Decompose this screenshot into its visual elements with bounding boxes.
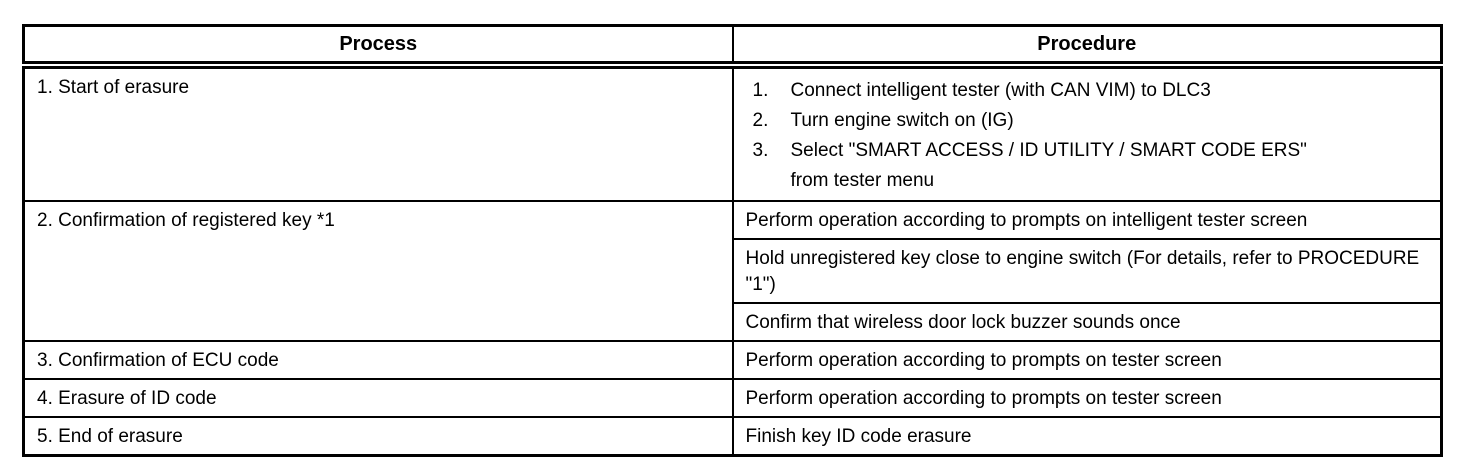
- procedure-sub-cell: Confirm that wireless door lock buzzer s…: [731, 302, 1443, 342]
- table-row-start-of-erasure: 1. Start of erasure 1. Connect intellige…: [22, 64, 1443, 202]
- step-text: Turn engine switch on (IG): [790, 110, 1014, 131]
- table-row-confirmation-of-registered-key: 2. Confirmation of registered key *1 Per…: [22, 200, 1443, 342]
- table-header-row: Process Procedure: [22, 24, 1443, 69]
- step-number: 2.: [752, 110, 769, 131]
- table-row-erasure-of-id-code: 4. Erasure of ID code Perform operation …: [22, 378, 1443, 418]
- procedure-step: 2. Turn engine switch on (IG): [746, 106, 1431, 136]
- process-cell: 3. Confirmation of ECU code: [22, 340, 734, 380]
- procedure-step: 3. Select "SMART ACCESS / ID UTILITY / S…: [746, 136, 1431, 196]
- procedure-cell: 1. Connect intelligent tester (with CAN …: [731, 64, 1443, 202]
- erasure-procedure-table: Process Procedure 1. Start of erasure 1.…: [22, 24, 1443, 457]
- step-text: Select "SMART ACCESS / ID UTILITY / SMAR…: [790, 140, 1307, 191]
- procedure-step: 1. Connect intelligent tester (with CAN …: [746, 76, 1431, 106]
- step-number: 3.: [752, 140, 769, 161]
- step-text: Connect intelligent tester (with CAN VIM…: [790, 80, 1211, 101]
- process-cell: 4. Erasure of ID code: [22, 378, 734, 418]
- process-cell: 5. End of erasure: [22, 416, 734, 457]
- procedure-cell: Finish key ID code erasure: [731, 416, 1443, 457]
- procedure-sub-cell: Perform operation according to prompts o…: [731, 200, 1443, 240]
- procedure-step-list: 1. Connect intelligent tester (with CAN …: [746, 75, 1431, 196]
- column-header-procedure: Procedure: [731, 24, 1443, 69]
- process-cell: 2. Confirmation of registered key *1: [22, 200, 734, 342]
- procedure-sub-cell: Hold unregistered key close to engine sw…: [731, 238, 1443, 304]
- process-cell: 1. Start of erasure: [22, 64, 734, 202]
- table-row-confirmation-of-registered-key-sub: Confirm that wireless door lock buzzer s…: [24, 302, 1443, 342]
- column-header-process: Process: [22, 24, 734, 69]
- table-row-confirmation-of-ecu-code: 3. Confirmation of ECU code Perform oper…: [22, 340, 1443, 380]
- procedure-cell: Perform operation according to prompts o…: [731, 378, 1443, 418]
- procedure-cell: Perform operation according to prompts o…: [731, 340, 1443, 380]
- table-row-confirmation-of-registered-key-sub: Hold unregistered key close to engine sw…: [24, 238, 1443, 304]
- step-number: 1.: [752, 80, 769, 101]
- table-row-end-of-erasure: 5. End of erasure Finish key ID code era…: [22, 416, 1443, 457]
